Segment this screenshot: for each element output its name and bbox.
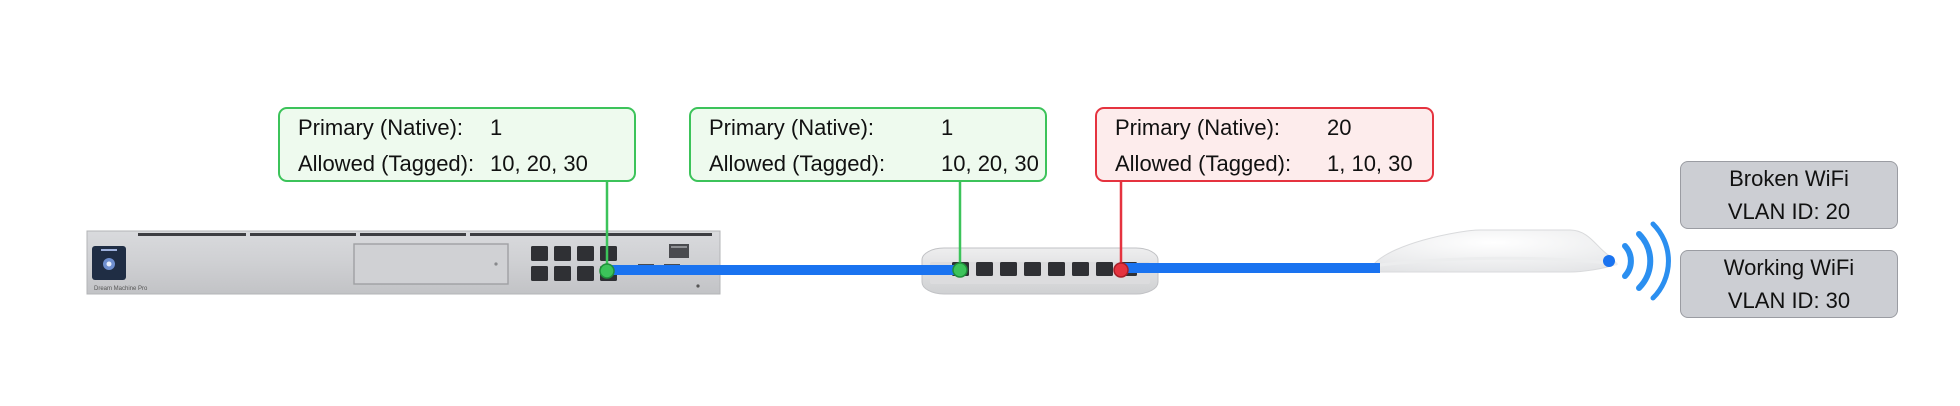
gateway-port-indicator xyxy=(599,263,615,279)
wifi-vlan-id: VLAN ID: 30 xyxy=(1727,288,1851,313)
switch-ap-port-vlan-config: Primary (Native): 20 Allowed (Tagged): 1… xyxy=(1095,107,1434,182)
allowed-tagged-value: 10, 20, 30 xyxy=(941,151,1039,176)
gateway-ethernet-port xyxy=(577,246,594,261)
allowed-tagged-row: Allowed (Tagged): 1, 10, 30 xyxy=(1115,151,1413,177)
gateway-ethernet-port xyxy=(531,246,548,261)
switch-ethernet-port xyxy=(1072,262,1089,276)
gateway-port-vlan-config: Primary (Native): 1 Allowed (Tagged): 10… xyxy=(278,107,636,182)
primary-native-label: Primary (Native): xyxy=(1115,115,1281,140)
allowed-tagged-label: Allowed (Tagged): xyxy=(1115,151,1292,176)
primary-native-value: 20 xyxy=(1327,115,1352,140)
gateway-ethernet-port xyxy=(531,266,548,281)
allowed-tagged-value: 1, 10, 30 xyxy=(1327,151,1413,176)
wifi-network-label-working: Working WiFi VLAN ID: 30 xyxy=(1680,250,1898,318)
rack-gateway-icon xyxy=(92,246,126,280)
allowed-tagged-label: Allowed (Tagged): xyxy=(298,151,475,176)
allowed-tagged-value: 10, 20, 30 xyxy=(490,151,588,176)
wifi-name: Broken WiFi xyxy=(1729,166,1849,191)
switch-device xyxy=(921,247,1159,295)
switch-ap-port-indicator xyxy=(1113,262,1129,278)
primary-native-row: Primary (Native): 1 xyxy=(709,115,953,141)
wifi-name: Working WiFi xyxy=(1723,255,1855,280)
gateway-ethernet-port xyxy=(554,246,571,261)
access-point-icon xyxy=(1369,229,1618,273)
allowed-tagged-label: Allowed (Tagged): xyxy=(709,151,886,176)
switch-ethernet-port xyxy=(1096,262,1113,276)
primary-native-row: Primary (Native): 20 xyxy=(1115,115,1351,141)
switch-uplink-port-vlan-config: Primary (Native): 1 Allowed (Tagged): 10… xyxy=(689,107,1047,182)
primary-native-label: Primary (Native): xyxy=(709,115,875,140)
gateway-device: Dream Machine Pro xyxy=(86,230,721,295)
gateway-ethernet-port xyxy=(554,266,571,281)
gateway-port-bank xyxy=(531,246,617,281)
gateway-ethernet-port xyxy=(600,246,617,261)
primary-native-label: Primary (Native): xyxy=(298,115,464,140)
wifi-vlan-id: VLAN ID: 20 xyxy=(1727,199,1851,224)
switch-ethernet-port xyxy=(1000,262,1017,276)
gateway-ethernet-port xyxy=(577,266,594,281)
allowed-tagged-row: Allowed (Tagged): 10, 20, 30 xyxy=(709,151,1039,177)
primary-native-row: Primary (Native): 1 xyxy=(298,115,502,141)
switch-ethernet-port xyxy=(1024,262,1041,276)
gateway-caption: Dream Machine Pro xyxy=(94,286,148,292)
switch-ethernet-port xyxy=(1048,262,1065,276)
primary-native-value: 1 xyxy=(941,115,954,140)
switch-uplink-port-indicator xyxy=(952,262,968,278)
switch-ethernet-port xyxy=(976,262,993,276)
primary-native-value: 1 xyxy=(490,115,503,140)
wifi-network-label-broken: Broken WiFi VLAN ID: 20 xyxy=(1680,161,1898,229)
wifi-signal-icon xyxy=(1603,221,1671,301)
allowed-tagged-row: Allowed (Tagged): 10, 20, 30 xyxy=(298,151,588,177)
